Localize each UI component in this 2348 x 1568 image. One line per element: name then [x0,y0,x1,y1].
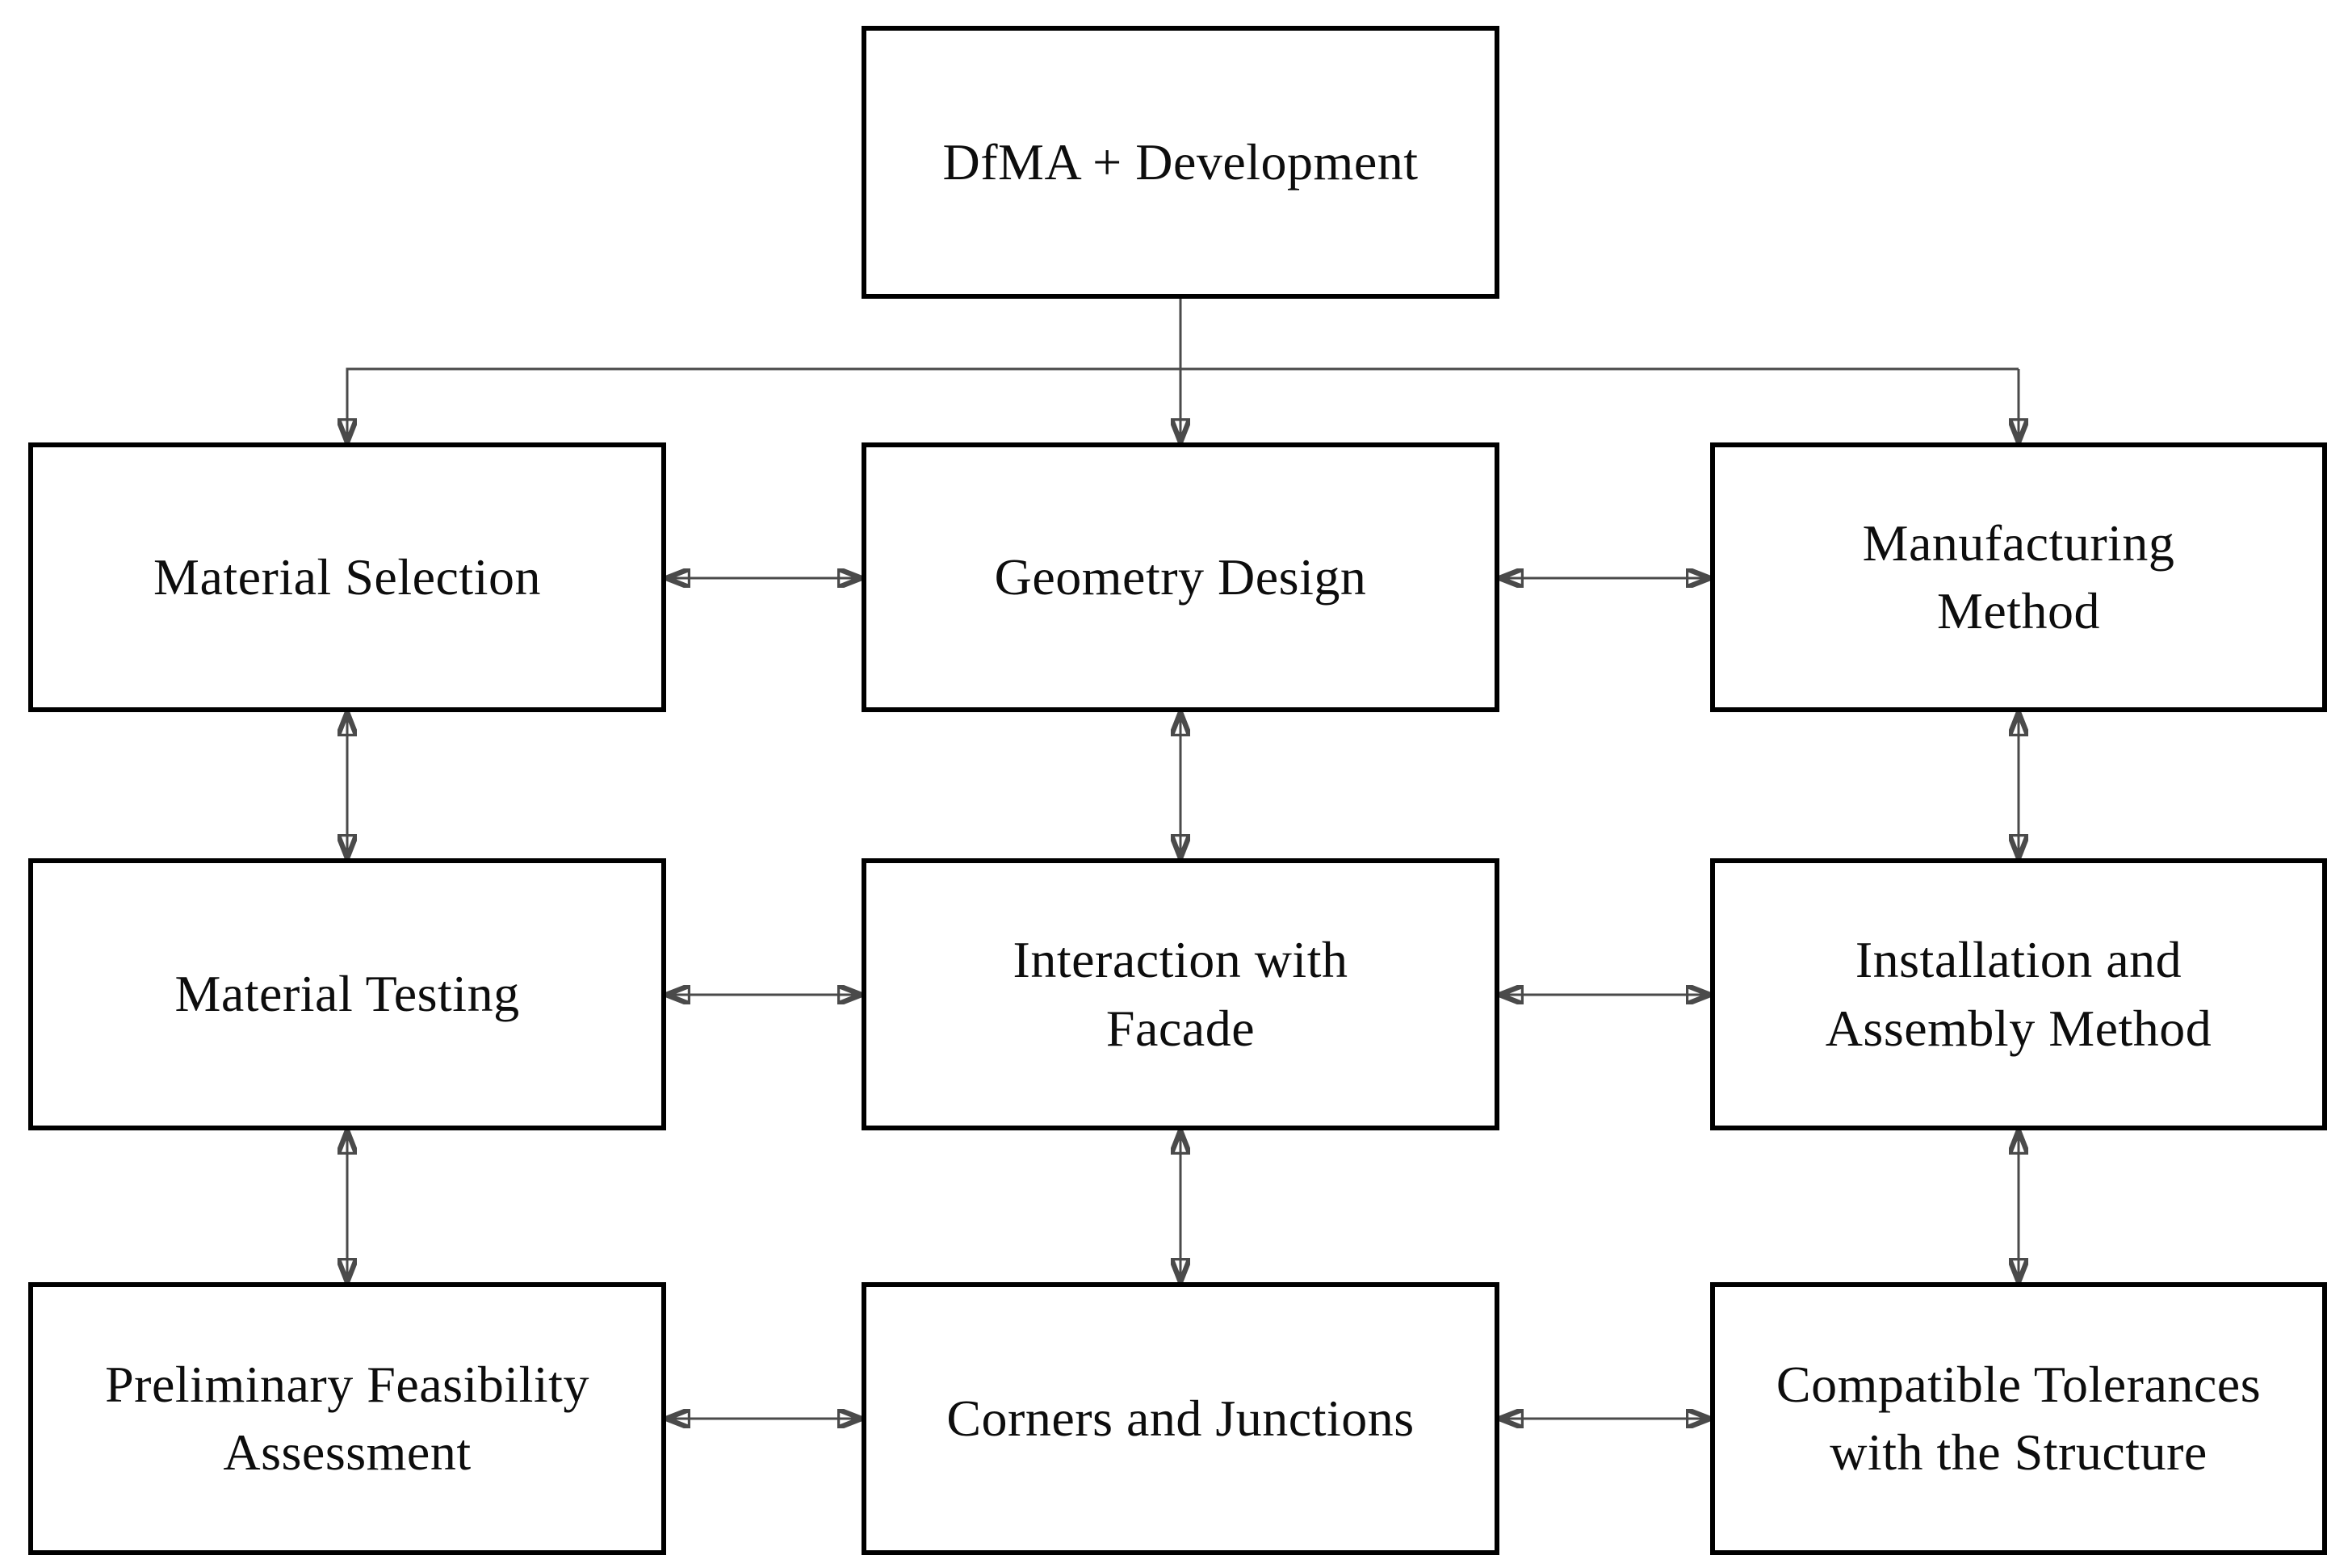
node-manufacturing-method: Manufacturing Method [1710,442,2327,712]
node-label: Material Selection [153,547,541,606]
node-label: Compatible Tolerances with the Structure [1776,1355,2262,1481]
node-interaction-with-facade: Interaction with Facade [862,858,1499,1130]
node-material-testing: Material Testing [28,858,666,1130]
node-preliminary-feasibility-assessment: Preliminary Feasibility Assessment [28,1282,666,1555]
node-label: Geometry Design [994,547,1367,606]
node-label: DfMA + Development [942,132,1419,191]
node-geometry-design: Geometry Design [862,442,1499,712]
node-corners-and-junctions: Corners and Junctions [862,1282,1499,1555]
node-label: Installation and Assembly Method [1825,931,2212,1057]
node-dfma-development: DfMA + Development [862,26,1499,299]
node-material-selection: Material Selection [28,442,666,712]
edge-dfma-branch [346,299,2019,442]
node-compatible-tolerances-with-the-structure: Compatible Tolerances with the Structure [1710,1282,2327,1555]
node-label: Corners and Junctions [946,1389,1415,1447]
node-label: Interaction with Facade [1013,931,1348,1057]
node-label: Preliminary Feasibility Assessment [105,1355,589,1481]
node-label: Material Testing [174,965,520,1023]
node-label: Manufacturing Method [1862,514,2175,639]
node-installation-and-assembly-method: Installation and Assembly Method [1710,858,2327,1130]
